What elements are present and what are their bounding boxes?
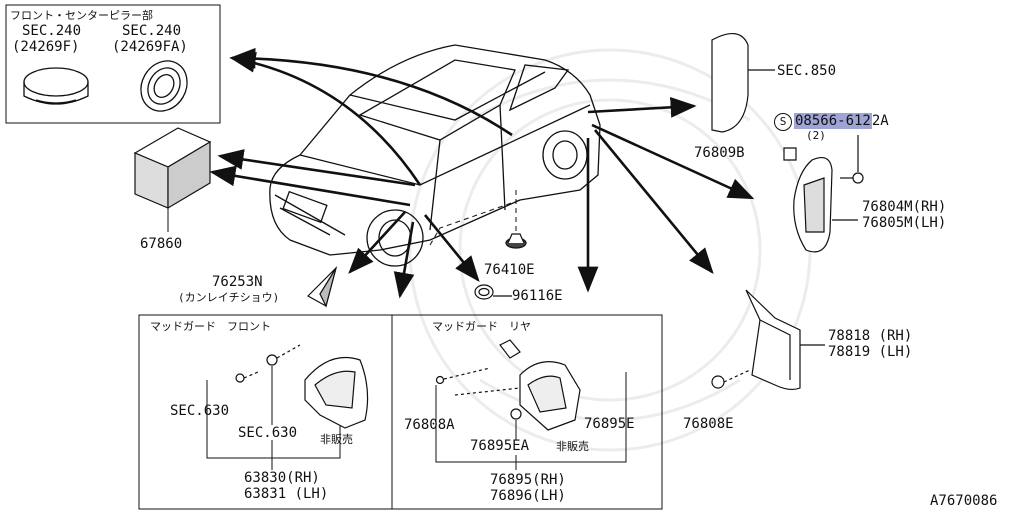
part-76896[interactable]: 76896(LH) xyxy=(490,488,566,504)
part-76808e[interactable]: 76808E xyxy=(683,416,734,432)
splash-guard-78818 xyxy=(711,289,825,391)
bolt-code-suffix: 2A xyxy=(871,113,889,129)
leader-arrows xyxy=(209,47,755,299)
diagram-id: A7670086 xyxy=(930,493,998,509)
front-box-title: マッドガード フロント xyxy=(150,320,271,333)
part-96116e[interactable]: 96116E xyxy=(512,288,563,304)
part-63830[interactable]: 63830(RH) xyxy=(244,470,320,486)
rear-not-sold: 非販売 xyxy=(556,440,589,453)
car-body xyxy=(269,44,601,267)
grommet-oval xyxy=(140,60,188,112)
ref-sec850[interactable]: SEC.850 xyxy=(777,63,837,79)
guard-76253n xyxy=(307,266,338,308)
inset-title: フロント・センターピラー部 xyxy=(10,9,153,22)
part-76410e[interactable]: 76410E xyxy=(484,262,535,278)
standard-part-badge: S xyxy=(774,113,792,131)
inset-ref-left[interactable]: SEC.240 xyxy=(22,23,82,39)
part-76805m[interactable]: 76805M(LH) xyxy=(862,215,947,231)
part-76253n-note: (カンレイチショウ) xyxy=(178,291,280,304)
part-63831[interactable]: 63831 (LH) xyxy=(244,486,329,502)
car-sill-dashes xyxy=(429,190,521,246)
inset-ref-right[interactable]: SEC.240 xyxy=(122,23,182,39)
front-leader-lines xyxy=(206,366,341,470)
inset-frame-pillar xyxy=(5,4,221,124)
part-76808a[interactable]: 76808A xyxy=(404,417,455,433)
part-78818[interactable]: 78818 (RH) xyxy=(828,328,913,344)
part-76253n[interactable]: 76253N xyxy=(212,274,263,290)
inset-part-right[interactable]: (24269FA) xyxy=(112,39,188,55)
front-mudguard xyxy=(235,344,369,429)
rear-box-title: マッドガード リヤ xyxy=(432,320,531,333)
part-76895[interactable]: 76895(RH) xyxy=(490,472,566,488)
bolt-code-row[interactable]: 08566-6122A xyxy=(794,113,889,129)
part-76809b[interactable]: 76809B xyxy=(694,145,745,161)
rear-mudguard xyxy=(435,339,581,431)
part-76895ea[interactable]: 76895EA xyxy=(470,438,530,454)
front-not-sold: 非販売 xyxy=(320,433,353,446)
part-67860[interactable]: 67860 xyxy=(140,236,183,252)
bolt-qty: (2) xyxy=(806,129,826,142)
bolt-code-highlight[interactable]: 08566-612 xyxy=(794,113,872,129)
clip-76410e xyxy=(505,233,527,249)
part-76804m[interactable]: 76804M(RH) xyxy=(862,199,947,215)
front-sec630-b[interactable]: SEC.630 xyxy=(238,425,298,441)
plug-96116e xyxy=(474,284,512,300)
panel-sec850 xyxy=(711,33,775,133)
part-76895e[interactable]: 76895E xyxy=(584,416,635,432)
front-sec630-a[interactable]: SEC.630 xyxy=(170,403,230,419)
rear-leader-lines xyxy=(435,372,627,470)
part-78819[interactable]: 78819 (LH) xyxy=(828,344,913,360)
bracket-76804m xyxy=(783,135,864,253)
foam-block-67860 xyxy=(133,127,212,232)
grommet-round xyxy=(23,67,89,105)
rear-mudguard-frame xyxy=(391,314,663,510)
inset-part-left[interactable]: (24269F) xyxy=(12,39,80,55)
